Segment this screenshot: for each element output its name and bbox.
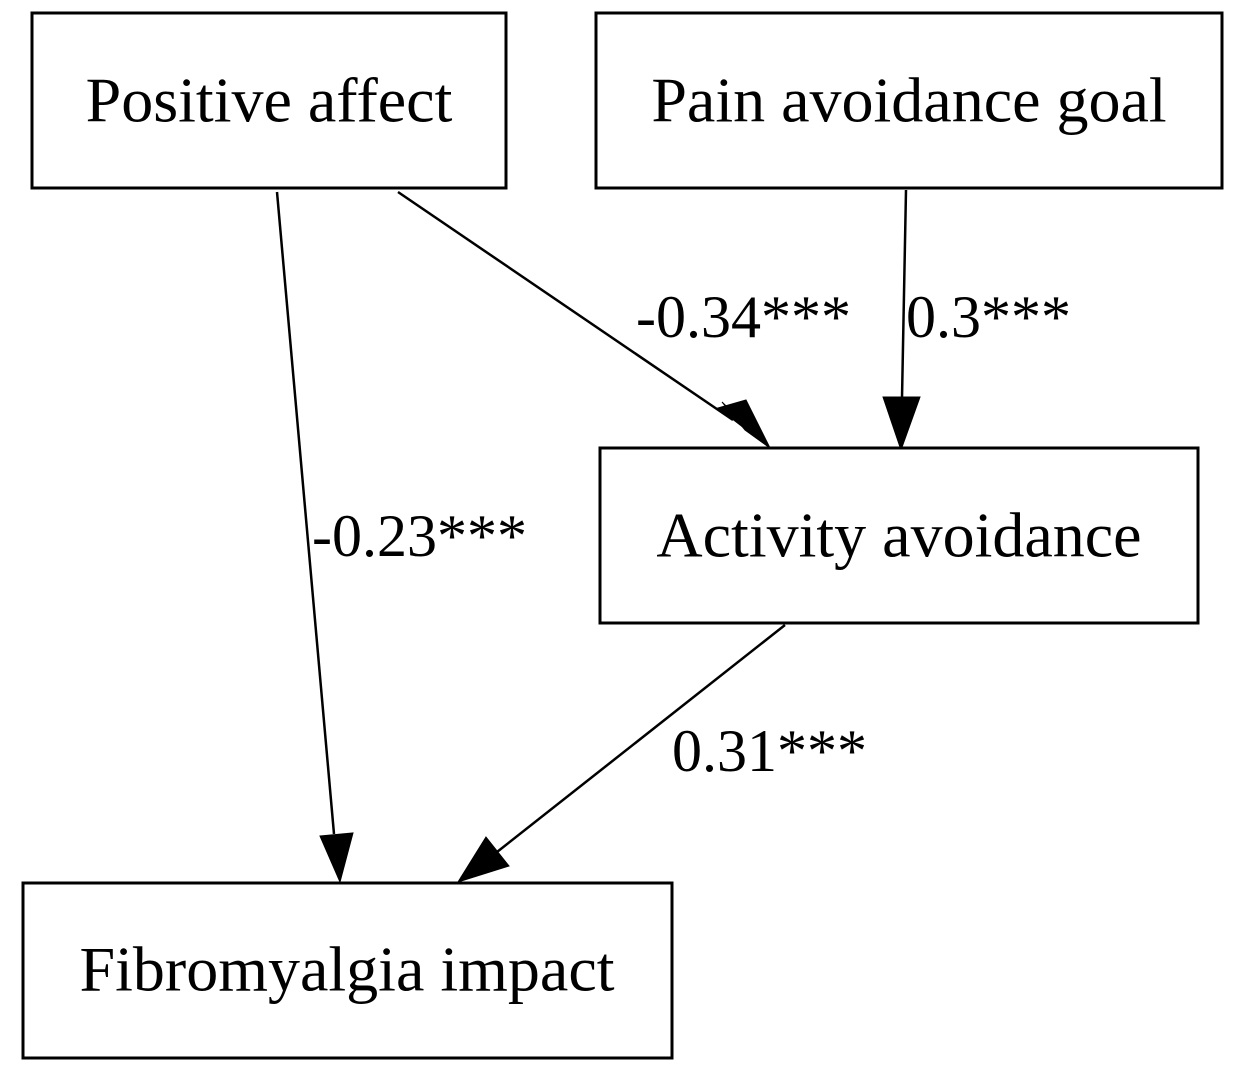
edge-label-positive-affect-to-activity-avoidance: -0.34*** xyxy=(636,284,851,350)
edge-activity-avoidance-to-fibromyalgia-impact xyxy=(456,624,786,883)
edge-line xyxy=(496,624,786,853)
node-box xyxy=(30,11,508,190)
node-label: Pain avoidance goal xyxy=(651,65,1166,136)
node-box xyxy=(21,881,674,1060)
edge-line xyxy=(275,191,336,835)
arrowhead xyxy=(319,832,354,884)
edge-label-positive-affect-to-fibromyalgia-impact: -0.23*** xyxy=(312,503,527,569)
node-label: Positive affect xyxy=(86,65,453,136)
node-label: Fibromyalgia impact xyxy=(80,934,615,1005)
edge-pain-avoidance-goal-to-activity-avoidance xyxy=(882,189,921,452)
edge-positive-affect-to-activity-avoidance xyxy=(397,190,771,449)
edge-line xyxy=(900,189,908,399)
edge-positive-affect-to-fibromyalgia-impact xyxy=(275,191,354,884)
node-activity-avoidance: Activity avoidance xyxy=(598,446,1200,625)
node-label: Activity avoidance xyxy=(656,500,1141,571)
edge-label-pain-avoidance-goal-to-activity-avoidance: 0.3*** xyxy=(906,284,1071,350)
edge-label-activity-avoidance-to-fibromyalgia-impact: 0.31*** xyxy=(672,718,867,784)
node-positive-affect: Positive affect xyxy=(30,11,508,190)
node-fibromyalgia-impact: Fibromyalgia impact xyxy=(21,881,674,1060)
node-pain-avoidance-goal: Pain avoidance goal xyxy=(594,11,1224,190)
arrowhead xyxy=(882,396,921,452)
arrowhead xyxy=(456,836,510,883)
node-box xyxy=(594,11,1224,190)
arrowhead xyxy=(716,399,771,449)
node-box xyxy=(598,446,1200,625)
edge-line xyxy=(397,190,734,422)
